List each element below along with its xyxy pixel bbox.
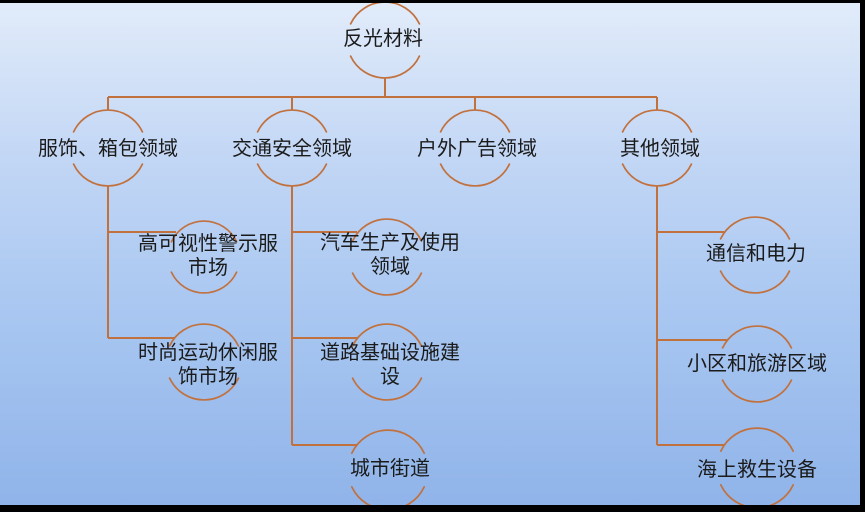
connector-apparel-children bbox=[107, 186, 176, 339]
connector-root-to-branches bbox=[107, 78, 658, 110]
node-marine-rescue-equipment[interactable]: 海上救生设备 bbox=[697, 457, 817, 481]
node-circle-other bbox=[621, 109, 693, 187]
node-other-field[interactable]: 其他领域 bbox=[620, 136, 700, 160]
node-circle-district-tourism bbox=[721, 325, 793, 403]
node-road-infrastructure[interactable]: 道路基础设施建 设 bbox=[320, 340, 460, 388]
node-circle-outdoor-ad bbox=[439, 109, 511, 187]
node-apparel-field[interactable]: 服饰、箱包领域 bbox=[38, 136, 178, 160]
node-fashion-clothing-market[interactable]: 时尚运动休闲服 饰市场 bbox=[138, 340, 278, 388]
node-root[interactable]: 反光材料 bbox=[343, 26, 423, 50]
node-traffic-safety-field[interactable]: 交通安全领域 bbox=[232, 136, 352, 160]
connector-other-children bbox=[656, 186, 727, 446]
node-circle-warning-clothing bbox=[170, 220, 238, 294]
node-telecom-power[interactable]: 通信和电力 bbox=[706, 241, 806, 265]
node-circle-telecom-power bbox=[719, 216, 791, 294]
frame-border-top bbox=[0, 0, 865, 3]
node-warning-clothing-market[interactable]: 高可视性警示服 市场 bbox=[138, 231, 278, 279]
node-circle-auto-production bbox=[351, 218, 423, 296]
frame-border-right bbox=[860, 0, 865, 512]
frame-border-bottom bbox=[0, 505, 865, 512]
node-circle-road-infrastructure bbox=[351, 323, 423, 401]
node-circle-apparel bbox=[72, 109, 144, 187]
node-outdoor-ad-field[interactable]: 户外广告领域 bbox=[417, 136, 537, 160]
node-circle-fashion-clothing bbox=[168, 323, 240, 401]
node-district-tourism[interactable]: 小区和旅游区域 bbox=[687, 351, 827, 375]
node-city-street[interactable]: 城市街道 bbox=[350, 456, 430, 480]
node-auto-production-field[interactable]: 汽车生产及使用 领域 bbox=[320, 230, 460, 278]
node-circle-traffic bbox=[256, 109, 328, 187]
connector-traffic-children bbox=[291, 186, 358, 446]
